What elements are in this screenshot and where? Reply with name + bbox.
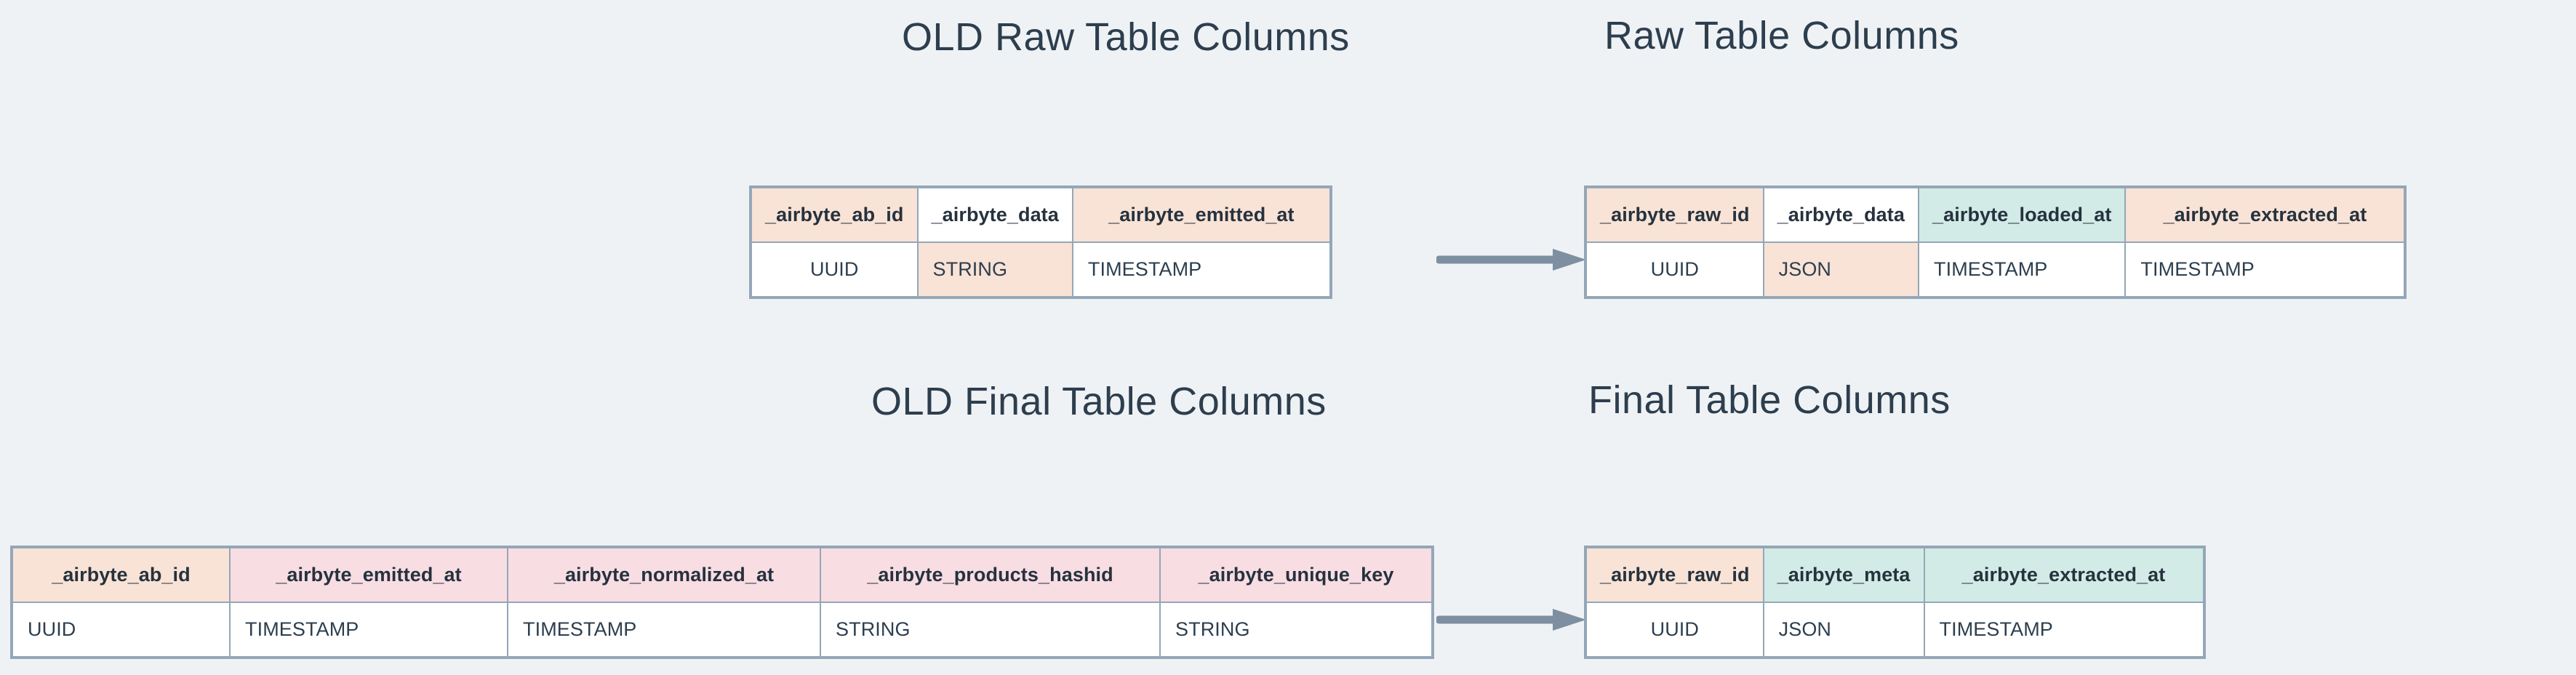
column-type-cell: UUID bbox=[1585, 602, 1764, 658]
table-final-columns: _airbyte_raw_id _airbyte_meta _airbyte_e… bbox=[1584, 546, 2206, 659]
arrow-old-raw-to-raw bbox=[1436, 249, 1586, 271]
column-header-cell: _airbyte_loaded_at bbox=[1917, 186, 2127, 243]
column-header-cell: _airbyte_meta bbox=[1762, 546, 1925, 603]
column-header-cell: _airbyte_raw_id bbox=[1585, 546, 1764, 603]
column-type-cell: TIMESTAMP bbox=[1917, 241, 2127, 298]
arrow-old-final-to-final bbox=[1436, 609, 1586, 631]
column-header-cell: _airbyte_extracted_at bbox=[1923, 546, 2205, 603]
column-type-cell: TIMESTAMP bbox=[507, 602, 821, 658]
title-old-final-table-columns: OLD Final Table Columns bbox=[871, 380, 1327, 423]
table-row-types: UUID JSON TIMESTAMP bbox=[1585, 602, 2205, 658]
table-row-headers: _airbyte_raw_id _airbyte_meta _airbyte_e… bbox=[1585, 546, 2205, 603]
column-type-cell: STRING bbox=[1159, 602, 1433, 658]
column-header-cell: _airbyte_ab_id bbox=[11, 546, 231, 603]
column-header-cell: _airbyte_data bbox=[1762, 186, 1920, 243]
column-type-cell: TIMESTAMP bbox=[1923, 602, 2205, 658]
table-raw-columns: _airbyte_raw_id _airbyte_data _airbyte_l… bbox=[1584, 185, 2407, 299]
column-type-cell: TIMESTAMP bbox=[1071, 241, 1332, 298]
table-old-final-columns: _airbyte_ab_id _airbyte_emitted_at _airb… bbox=[10, 546, 1434, 659]
table-old-raw-columns: _airbyte_ab_id _airbyte_data _airbyte_em… bbox=[749, 185, 1332, 299]
table-row-types: UUID TIMESTAMP TIMESTAMP STRING STRING bbox=[11, 602, 1433, 658]
column-header-cell: _airbyte_data bbox=[916, 186, 1073, 243]
table-row-headers: _airbyte_ab_id _airbyte_data _airbyte_em… bbox=[750, 186, 1332, 243]
column-header-cell: _airbyte_extracted_at bbox=[2124, 186, 2407, 243]
column-header-cell: _airbyte_ab_id bbox=[750, 186, 919, 243]
column-type-cell: JSON bbox=[1762, 241, 1920, 298]
column-type-cell: JSON bbox=[1762, 602, 1925, 658]
arrow-head bbox=[1553, 609, 1586, 631]
table-row-types: UUID JSON TIMESTAMP TIMESTAMP bbox=[1585, 241, 2407, 298]
column-header-cell: _airbyte_emitted_at bbox=[1071, 186, 1332, 243]
column-type-cell: TIMESTAMP bbox=[229, 602, 508, 658]
column-header-cell: _airbyte_emitted_at bbox=[229, 546, 508, 603]
column-type-cell: UUID bbox=[1585, 241, 1764, 298]
column-header-cell: _airbyte_raw_id bbox=[1585, 186, 1764, 243]
table-row-headers: _airbyte_raw_id _airbyte_data _airbyte_l… bbox=[1585, 186, 2407, 243]
column-type-cell: UUID bbox=[750, 241, 919, 298]
column-header-cell: _airbyte_normalized_at bbox=[507, 546, 821, 603]
arrow-head bbox=[1553, 249, 1586, 271]
column-type-cell: TIMESTAMP bbox=[2124, 241, 2407, 298]
table-row-headers: _airbyte_ab_id _airbyte_emitted_at _airb… bbox=[11, 546, 1433, 603]
title-old-raw-table-columns: OLD Raw Table Columns bbox=[902, 15, 1350, 59]
column-header-cell: _airbyte_unique_key bbox=[1159, 546, 1433, 603]
title-raw-table-columns: Raw Table Columns bbox=[1604, 14, 1959, 57]
column-type-cell: STRING bbox=[820, 602, 1161, 658]
column-type-cell: STRING bbox=[916, 241, 1073, 298]
table-row-types: UUID STRING TIMESTAMP bbox=[750, 241, 1332, 298]
column-type-cell: UUID bbox=[11, 602, 231, 658]
column-header-cell: _airbyte_products_hashid bbox=[820, 546, 1161, 603]
title-final-table-columns: Final Table Columns bbox=[1588, 378, 1951, 422]
